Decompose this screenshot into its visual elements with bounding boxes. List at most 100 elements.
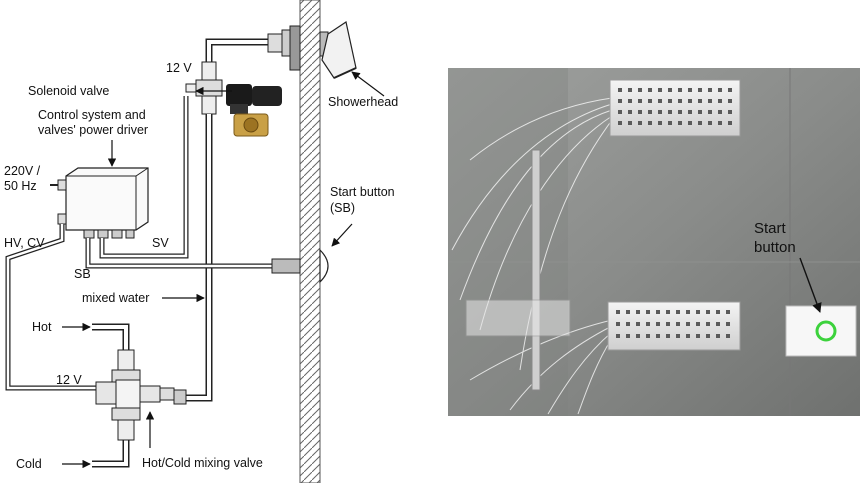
- showerhead: [319, 21, 357, 79]
- nozzle-hole: [726, 310, 730, 314]
- nozzle-hole: [678, 88, 682, 92]
- nozzle-hole: [626, 310, 630, 314]
- nozzle-hole: [636, 322, 640, 326]
- nozzle-hole: [618, 99, 622, 103]
- nozzle-hole: [678, 110, 682, 114]
- label-sb: SB: [74, 267, 91, 281]
- nozzle-hole: [728, 88, 732, 92]
- nozzle-hole: [646, 310, 650, 314]
- label-hot: Hot: [32, 320, 52, 334]
- nozzle-hole: [648, 88, 652, 92]
- nozzle-hole: [628, 88, 632, 92]
- nozzle-hole: [698, 121, 702, 125]
- label-mains-2: 50 Hz: [4, 179, 37, 193]
- nozzle-hole: [626, 322, 630, 326]
- nozzle-hole: [718, 110, 722, 114]
- mixed-water-pipe: [185, 114, 213, 402]
- nozzle-hole: [636, 310, 640, 314]
- nozzle-hole: [638, 88, 642, 92]
- label-voltage-bottom: 12 V: [56, 373, 82, 387]
- cold-pipe: [92, 440, 130, 468]
- nozzle-hole: [666, 334, 670, 338]
- plumbing-diagram: 12 V Solenoid valve Control system and v…: [4, 0, 398, 483]
- nozzle-hole: [638, 121, 642, 125]
- nozzle-hole: [686, 322, 690, 326]
- nozzle-hole: [648, 99, 652, 103]
- label-start-button-1: Start button: [330, 185, 395, 199]
- nozzle-hole: [628, 110, 632, 114]
- wall-section: [299, 0, 321, 483]
- nozzle-hole: [726, 322, 730, 326]
- photo-label-start-2: button: [754, 239, 796, 256]
- nozzle-hole: [696, 310, 700, 314]
- bottom-shower-panel: [607, 301, 741, 351]
- start-button-plate: [785, 305, 857, 357]
- nozzle-hole: [658, 88, 662, 92]
- label-hv-cv: HV, CV: [4, 236, 45, 250]
- label-voltage-top: 12 V: [166, 61, 192, 75]
- shower-fitting: [267, 33, 283, 53]
- mixing-valve: [95, 349, 187, 441]
- nozzle-hole: [678, 99, 682, 103]
- sb-cable: [85, 238, 272, 269]
- nozzle-hole: [668, 88, 672, 92]
- nozzle-hole: [618, 110, 622, 114]
- label-sv: SV: [152, 236, 169, 250]
- nozzle-hole: [688, 88, 692, 92]
- shower-rail: [531, 149, 541, 391]
- nozzle-hole: [676, 310, 680, 314]
- label-showerhead: Showerhead: [328, 95, 398, 109]
- label-mixing-valve: Hot/Cold mixing valve: [142, 456, 263, 470]
- nozzle-hole: [686, 310, 690, 314]
- nozzle-hole: [678, 121, 682, 125]
- nozzle-hole: [628, 121, 632, 125]
- label-cold: Cold: [16, 457, 42, 471]
- nozzle-hole: [696, 334, 700, 338]
- nozzle-hole: [698, 88, 702, 92]
- nozzle-hole: [718, 99, 722, 103]
- photo-label-start-1: Start: [754, 220, 787, 237]
- label-start-button-2: (SB): [330, 201, 355, 215]
- nozzle-hole: [656, 334, 660, 338]
- control-box: [57, 167, 149, 239]
- nozzle-hole: [706, 322, 710, 326]
- nozzle-hole: [618, 121, 622, 125]
- nozzle-hole: [666, 310, 670, 314]
- nozzle-hole: [658, 121, 662, 125]
- nozzle-hole: [676, 334, 680, 338]
- nozzle-hole: [708, 88, 712, 92]
- nozzle-hole: [696, 322, 700, 326]
- nozzle-hole: [688, 121, 692, 125]
- nozzle-hole: [716, 310, 720, 314]
- nozzle-hole: [718, 121, 722, 125]
- nozzle-hole: [638, 110, 642, 114]
- nozzle-hole: [626, 334, 630, 338]
- nozzle-hole: [698, 110, 702, 114]
- nozzle-hole: [648, 121, 652, 125]
- nozzle-hole: [728, 110, 732, 114]
- nozzle-hole: [666, 322, 670, 326]
- nozzle-hole: [708, 99, 712, 103]
- nozzle-hole: [716, 322, 720, 326]
- nozzle-hole: [706, 310, 710, 314]
- nozzle-hole: [688, 99, 692, 103]
- nozzle-hole: [656, 310, 660, 314]
- nozzle-hole: [688, 110, 692, 114]
- label-control-system-1: Control system and: [38, 108, 146, 122]
- nozzle-hole: [628, 99, 632, 103]
- shower-photo: Start button: [448, 68, 860, 416]
- nozzle-hole: [656, 322, 660, 326]
- nozzle-hole: [658, 110, 662, 114]
- nozzle-hole: [616, 310, 620, 314]
- nozzle-hole: [726, 334, 730, 338]
- label-solenoid-valve: Solenoid valve: [28, 84, 109, 98]
- nozzle-hole: [636, 334, 640, 338]
- nozzle-hole: [646, 334, 650, 338]
- nozzle-hole: [716, 334, 720, 338]
- label-mains-1: 220V /: [4, 164, 41, 178]
- label-control-system-2: valves' power driver: [38, 123, 148, 137]
- nozzle-hole: [668, 99, 672, 103]
- solenoid-valve-schematic: [185, 61, 223, 115]
- nozzle-hole: [616, 322, 620, 326]
